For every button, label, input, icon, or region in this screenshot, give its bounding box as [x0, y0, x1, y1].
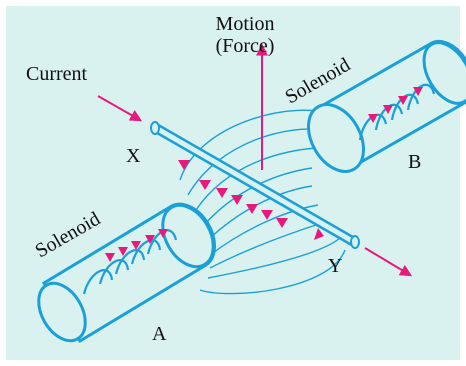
direction-arrows	[97, 43, 413, 277]
conductor-rod	[150, 121, 360, 249]
solenoid-b	[307, 39, 466, 173]
solenoid-a	[37, 202, 217, 344]
point-y-label: Y	[328, 255, 342, 277]
motion-label: Motion	[216, 13, 275, 35]
current-out-arrow	[364, 247, 413, 277]
solenoid-b-letter: B	[408, 151, 421, 173]
current-in-arrow	[97, 95, 143, 122]
field-arrowheads	[105, 87, 423, 262]
point-x-label: X	[126, 145, 141, 167]
current-label: Current	[26, 63, 88, 85]
force-label: (Force)	[216, 35, 275, 57]
solenoid-a-letter: A	[152, 323, 167, 345]
